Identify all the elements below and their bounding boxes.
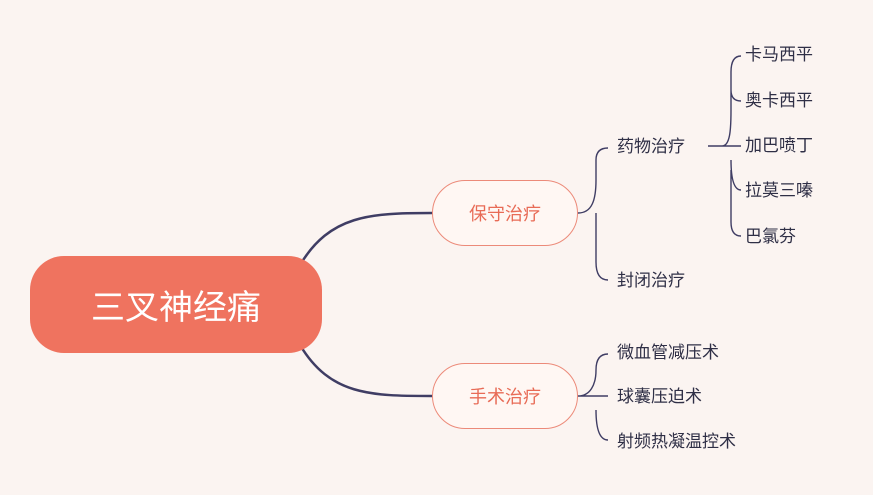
branch-conservative[interactable]: 保守治疗 bbox=[432, 180, 578, 246]
node-surgery-2[interactable]: 球囊压迫术 bbox=[617, 387, 702, 407]
node-drug-3[interactable]: 加巴喷丁 bbox=[745, 136, 813, 156]
node-drug-5[interactable]: 巴氯芬 bbox=[745, 227, 796, 247]
link-conservative-bracket bbox=[577, 147, 609, 281]
node-drug-2[interactable]: 奥卡西平 bbox=[745, 91, 813, 111]
node-surgery-1[interactable]: 微血管减压术 bbox=[617, 343, 719, 363]
link-root-conservative bbox=[298, 211, 433, 266]
node-block-therapy[interactable]: 封闭治疗 bbox=[617, 271, 685, 291]
link-root-surgery bbox=[298, 344, 433, 398]
link-surgery-bracket bbox=[577, 353, 609, 441]
node-drug-1[interactable]: 卡马西平 bbox=[745, 45, 813, 65]
node-drug-therapy[interactable]: 药物治疗 bbox=[617, 137, 685, 157]
node-surgery-3[interactable]: 射频热凝温控术 bbox=[617, 432, 736, 452]
root-node[interactable]: 三叉神经痛 bbox=[30, 256, 322, 353]
link-drug-bracket bbox=[708, 55, 742, 237]
branch-surgery[interactable]: 手术治疗 bbox=[432, 363, 578, 429]
node-drug-4[interactable]: 拉莫三嗪 bbox=[745, 181, 813, 201]
